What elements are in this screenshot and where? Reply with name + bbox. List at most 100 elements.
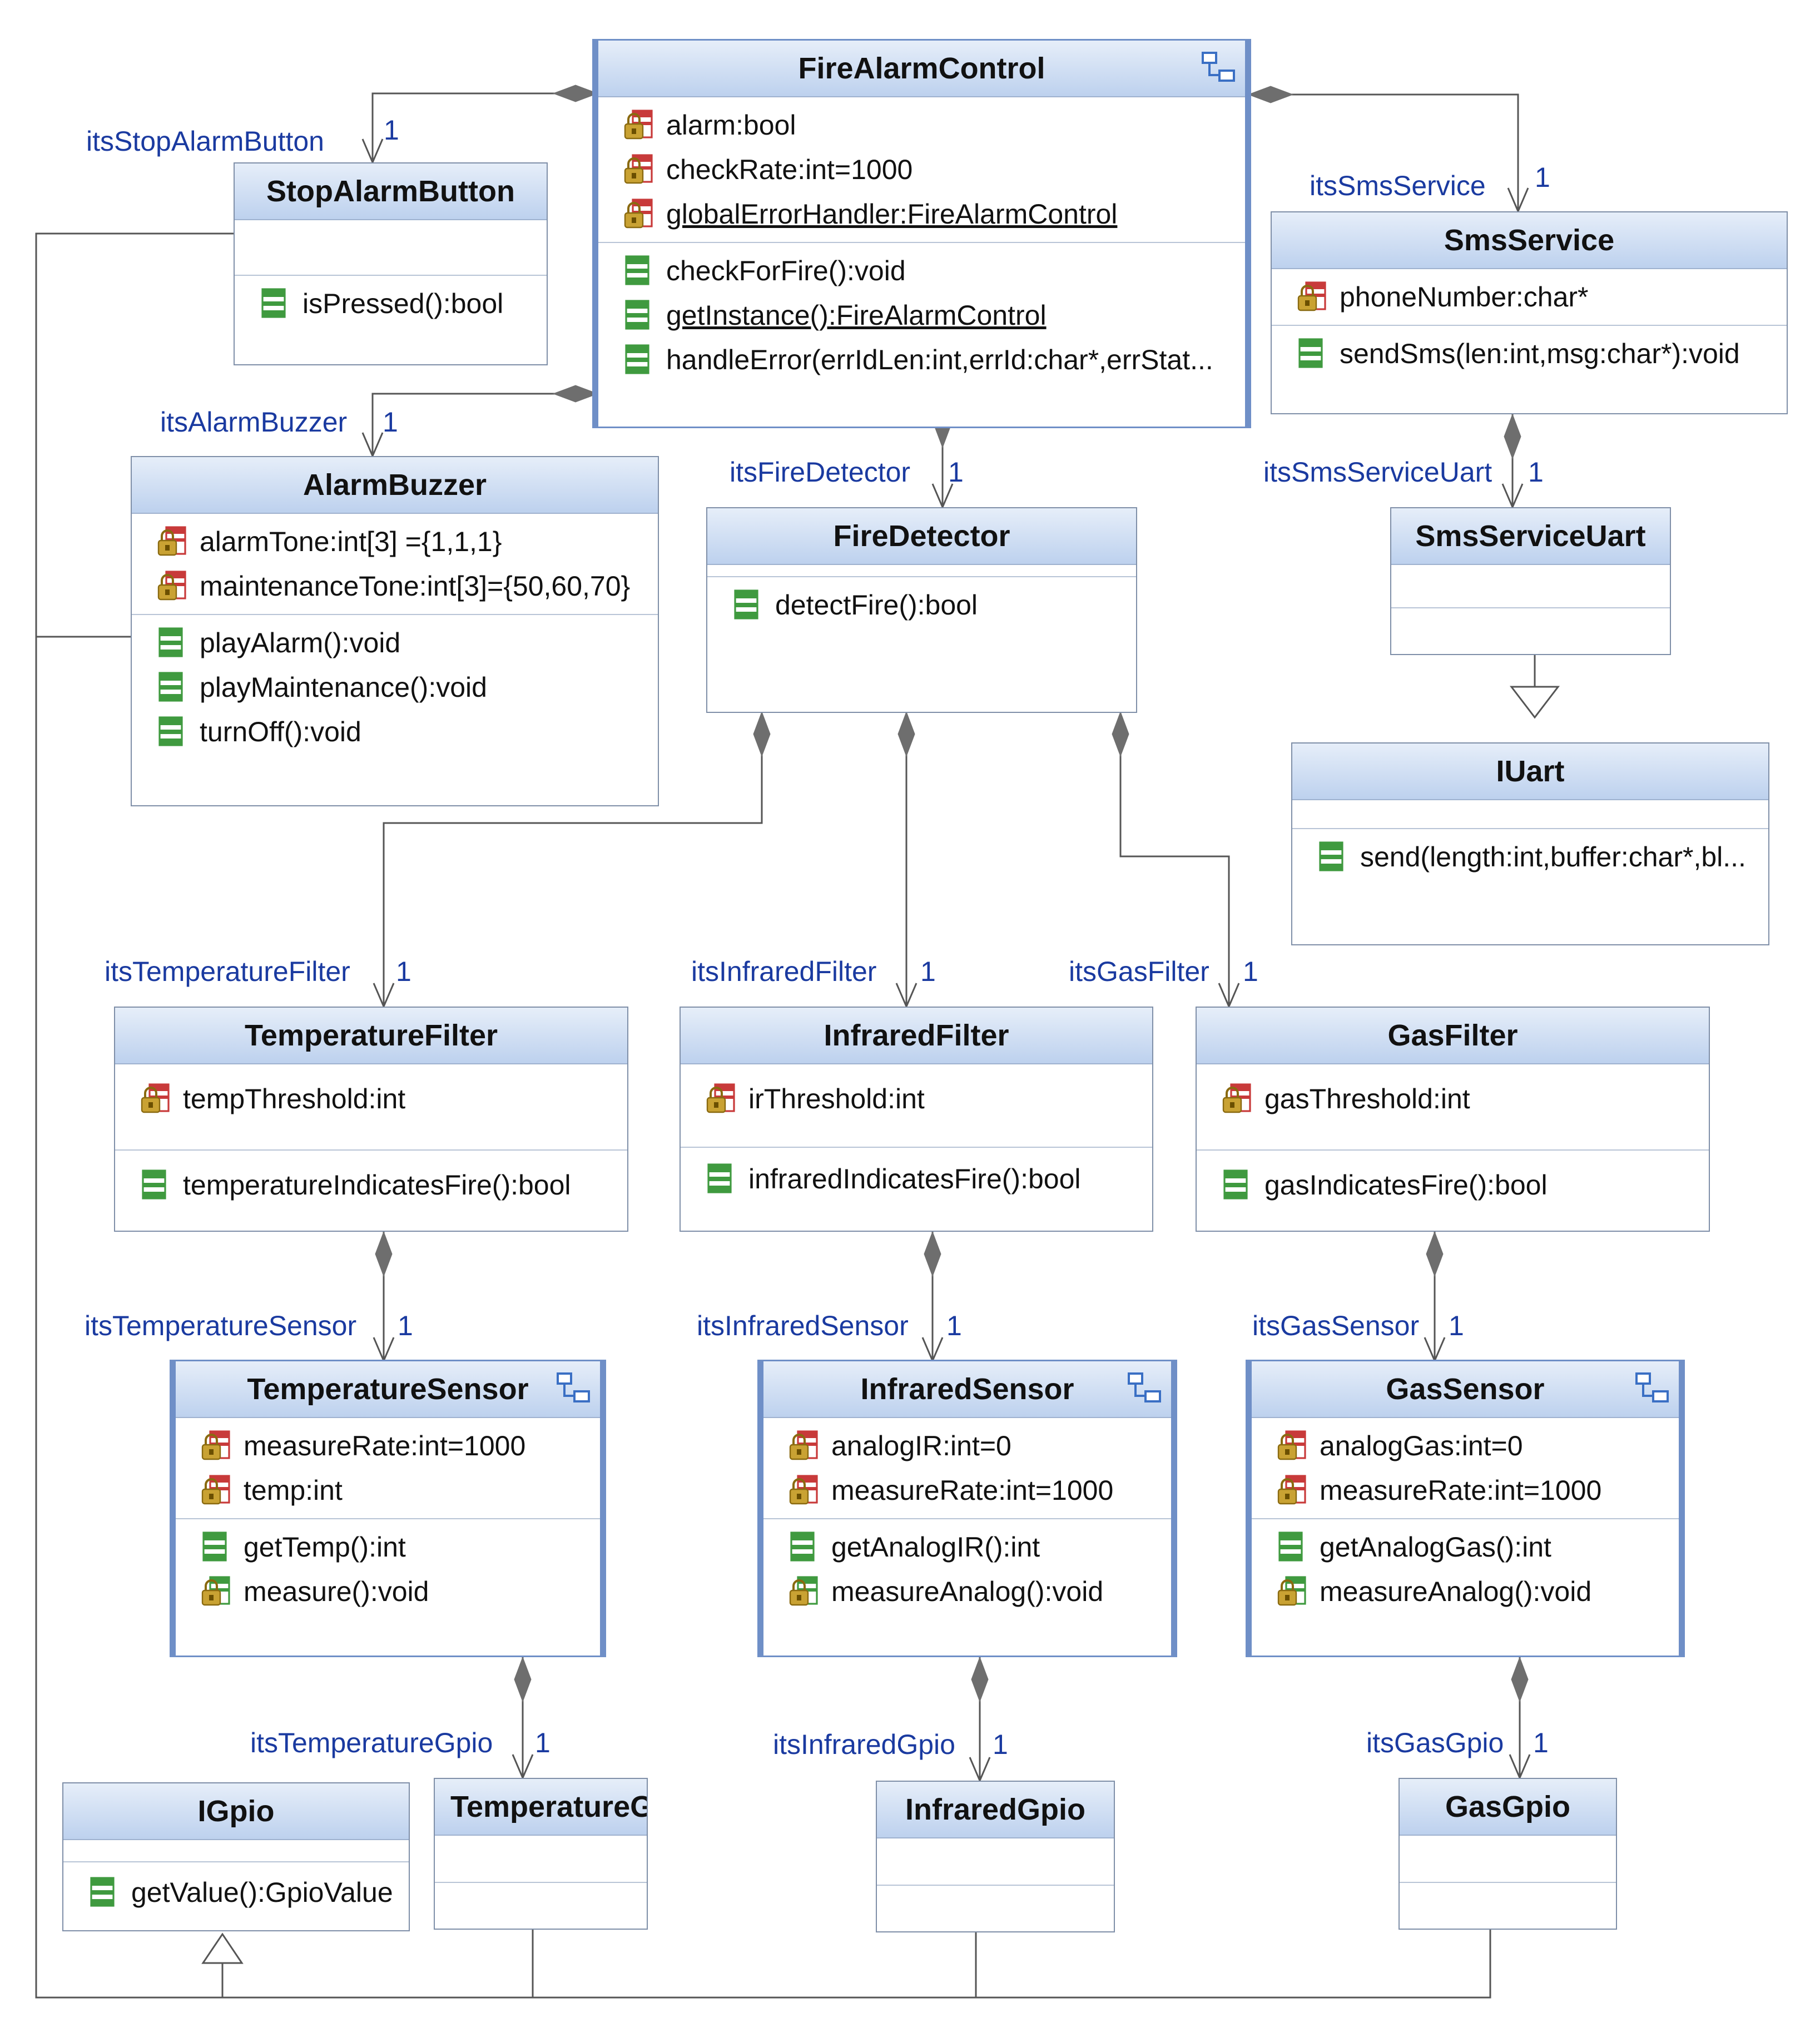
composition-diamond-infraredsensor (924, 1231, 941, 1277)
attribute-row[interactable]: irThreshold:int (681, 1077, 1152, 1121)
class-header: FireDetector (707, 508, 1136, 565)
association-stopalarmbutton[interactable] (371, 92, 598, 161)
interface-igpio[interactable]: IGpio getValue():GpioValue (62, 1782, 410, 1931)
attribute-row[interactable]: alarmTone:int[3] ={1,1,1} (132, 519, 658, 564)
operation-row[interactable]: handleError(errIdLen:int,errId:char*,err… (598, 338, 1245, 382)
class-firealarmcontrol[interactable]: FireAlarmControl alarm:bool checkRate:in… (592, 39, 1251, 428)
attribute-compartment (1391, 565, 1670, 608)
attribute-text: alarm:bool (666, 110, 796, 141)
class-alarmbuzzer[interactable]: AlarmBuzzer alarmTone:int[3] ={1,1,1} ma… (131, 456, 659, 806)
attribute-row[interactable]: gasThreshold:int (1197, 1077, 1709, 1121)
attribute-compartment: measureRate:int=1000 temp:int (176, 1418, 600, 1519)
attribute-row[interactable]: alarm:bool (598, 103, 1245, 147)
attribute-row[interactable]: globalErrorHandler:FireAlarmControl (598, 192, 1245, 236)
class-temperaturefilter[interactable]: TemperatureFilter tempThreshold:int temp… (114, 1007, 628, 1232)
attribute-row[interactable]: maintenanceTone:int[3]={50,60,70} (132, 564, 658, 608)
operation-row[interactable]: infraredIndicatesFire():bool (681, 1157, 1152, 1201)
role-label-gassensor: itsGasSensor (1252, 1310, 1420, 1341)
association-alarmbuzzer[interactable] (371, 393, 598, 455)
operation-row[interactable]: checkForFire():void (598, 249, 1245, 293)
private-operation-icon (788, 1576, 819, 1607)
class-temperaturegpio[interactable]: TemperatureG (434, 1778, 648, 1930)
attribute-row[interactable]: measureRate:int=1000 (176, 1424, 600, 1468)
attribute-row[interactable]: checkRate:int=1000 (598, 147, 1245, 192)
realization-triangle-igpio (201, 1932, 244, 1964)
class-header: GasSensor (1252, 1361, 1679, 1418)
class-stopalarmbutton[interactable]: StopAlarmButton isPressed():bool (234, 162, 548, 365)
operation-row[interactable]: isPressed():bool (235, 281, 547, 326)
interface-iuart[interactable]: IUart send(length:int,buffer:char*,bl... (1291, 742, 1769, 945)
attribute-row[interactable]: analogIR:int=0 (763, 1424, 1171, 1468)
multiplicity-infraredgpio: 1 (993, 1729, 1008, 1760)
active-class-icon (1128, 1372, 1161, 1402)
class-header: InfraredSensor (763, 1361, 1171, 1418)
private-operation-icon (200, 1576, 231, 1607)
class-temperaturesensor[interactable]: TemperatureSensor measureRate:int=1000 t… (170, 1360, 606, 1657)
operation-row[interactable]: playMaintenance():void (132, 665, 658, 710)
private-attribute-icon (1221, 1083, 1252, 1114)
operation-row[interactable]: measure():void (176, 1569, 600, 1614)
association-temperaturefilter[interactable] (383, 713, 763, 1005)
private-attribute-icon (140, 1083, 171, 1114)
class-smsserviceuart[interactable]: SmsServiceUart (1390, 507, 1671, 655)
operation-text: checkForFire():void (666, 255, 906, 286)
class-firedetector[interactable]: FireDetector detectFire():bool (706, 507, 1137, 713)
class-header: GasGpio (1400, 1779, 1616, 1836)
class-gasfilter[interactable]: GasFilter gasThreshold:int gasIndicatesF… (1196, 1007, 1710, 1232)
association-smsservice[interactable] (1248, 93, 1519, 210)
attribute-text: tempThreshold:int (183, 1083, 406, 1114)
association-gasfilter[interactable] (1119, 713, 1230, 1005)
operation-row[interactable]: getAnalogGas():int (1252, 1525, 1679, 1569)
private-attribute-icon (788, 1430, 819, 1461)
role-label-stopalarmbutton: itsStopAlarmButton (86, 126, 324, 157)
operation-row[interactable]: detectFire():bool (707, 583, 1136, 627)
private-attribute-icon (1296, 281, 1327, 313)
multiplicity-temperaturegpio: 1 (535, 1727, 551, 1758)
class-infraredsensor[interactable]: InfraredSensor analogIR:int=0 measureRat… (757, 1360, 1177, 1657)
private-attribute-icon (623, 199, 654, 230)
realization-triangle-iuart (1509, 686, 1560, 719)
operation-row[interactable]: temperatureIndicatesFire():bool (115, 1163, 627, 1207)
attribute-row[interactable]: tempThreshold:int (115, 1077, 627, 1121)
operation-row[interactable]: getTemp():int (176, 1525, 600, 1569)
attribute-row[interactable]: temp:int (176, 1468, 600, 1513)
attribute-row[interactable]: analogGas:int=0 (1252, 1424, 1679, 1468)
attribute-compartment (235, 220, 547, 276)
class-name: GasFilter (1387, 1019, 1518, 1052)
operation-row[interactable]: measureAnalog():void (1252, 1569, 1679, 1614)
role-label-alarmbuzzer: itsAlarmBuzzer (160, 407, 348, 438)
class-header: InfraredGpio (877, 1782, 1114, 1838)
operation-compartment: send(length:int,buffer:char*,bl... (1292, 829, 1768, 885)
class-name: TemperatureG (450, 1790, 648, 1823)
operation-row[interactable]: getAnalogIR():int (763, 1525, 1171, 1569)
operation-row[interactable]: sendSms(len:int,msg:char*):void (1272, 331, 1787, 376)
operation-row[interactable]: playAlarm():void (132, 621, 658, 665)
attribute-row[interactable]: measureRate:int=1000 (763, 1468, 1171, 1513)
attribute-row[interactable]: phoneNumber:char* (1272, 275, 1787, 319)
realization-igpio[interactable] (35, 232, 1491, 1999)
operation-row[interactable]: measureAnalog():void (763, 1569, 1171, 1614)
attribute-row[interactable]: measureRate:int=1000 (1252, 1468, 1679, 1513)
operation-text: detectFire():bool (775, 589, 978, 621)
class-gasgpio[interactable]: GasGpio (1399, 1778, 1617, 1930)
attribute-text: temp:int (244, 1475, 343, 1506)
role-label-temperaturegpio: itsTemperatureGpio (250, 1727, 493, 1758)
active-class-icon (1202, 52, 1235, 82)
operation-text: measure():void (244, 1576, 429, 1607)
class-name: TemperatureFilter (244, 1019, 498, 1052)
class-infraredfilter[interactable]: InfraredFilter irThreshold:int infraredI… (680, 1007, 1153, 1232)
operation-text: measureAnalog():void (831, 1576, 1104, 1607)
class-gassensor[interactable]: GasSensor analogGas:int=0 measureRate:in… (1246, 1360, 1685, 1657)
operation-row[interactable]: getInstance():FireAlarmControl (598, 293, 1245, 338)
operation-text: getTemp():int (244, 1531, 406, 1563)
operation-row[interactable]: getValue():GpioValue (63, 1870, 409, 1915)
operation-row[interactable]: turnOff():void (132, 710, 658, 754)
attribute-compartment: tempThreshold:int (115, 1064, 627, 1151)
operation-row[interactable]: send(length:int,buffer:char*,bl... (1292, 835, 1768, 879)
class-header: IGpio (63, 1783, 409, 1840)
composition-diamond-gasfilter (1112, 711, 1129, 757)
class-smsservice[interactable]: SmsService phoneNumber:char* sendSms(len… (1271, 211, 1788, 414)
class-infraredgpio[interactable]: InfraredGpio (876, 1781, 1115, 1932)
attribute-text: checkRate:int=1000 (666, 154, 913, 185)
operation-row[interactable]: gasIndicatesFire():bool (1197, 1163, 1709, 1207)
